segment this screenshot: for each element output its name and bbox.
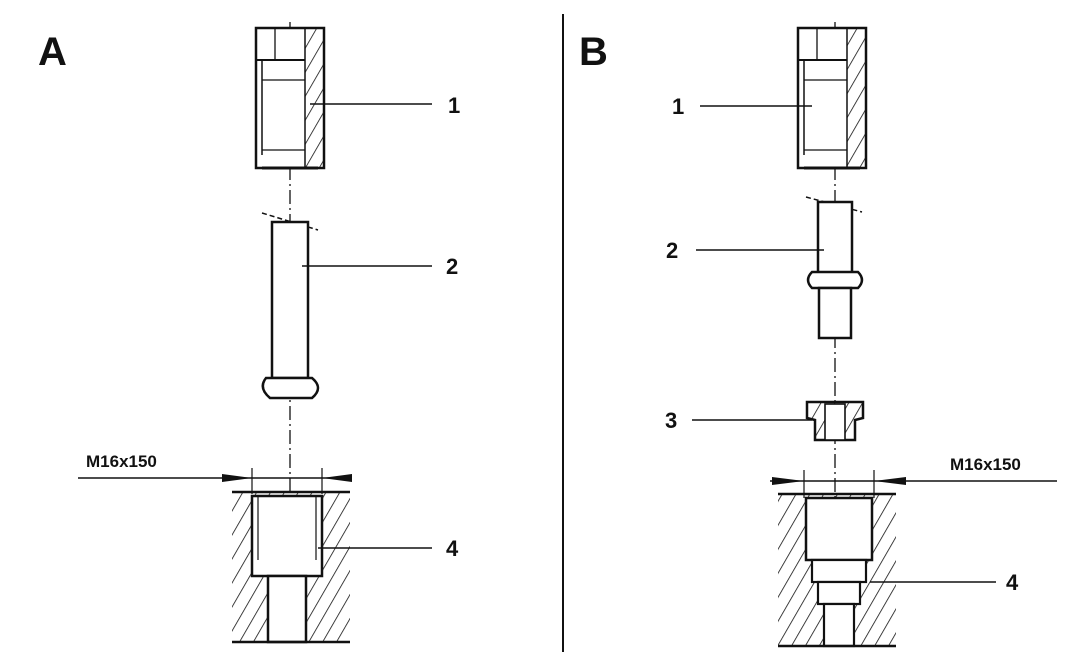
- threaded-bore-a: [232, 490, 350, 644]
- brake-pipe-b: [805, 196, 864, 340]
- panel-a: [78, 22, 432, 645]
- brake-pipe-a: [261, 212, 320, 400]
- thread-dimension-a: [78, 468, 352, 494]
- callout-b-3: 3: [665, 408, 678, 433]
- callout-b-2: 2: [666, 238, 679, 263]
- thread-dimension-b: [770, 470, 1057, 498]
- union-nut-b: [796, 26, 868, 170]
- thread-spec-a: M16x150: [86, 452, 157, 471]
- callout-a-2: 2: [446, 254, 459, 279]
- panel-b-letter: B: [579, 30, 608, 74]
- threaded-bore-b: [778, 492, 896, 648]
- callout-b-1: 1: [672, 94, 685, 119]
- thread-spec-b: M16x150: [950, 455, 1021, 474]
- panel-a-letter: A: [38, 30, 67, 74]
- callout-b-4: 4: [1006, 570, 1019, 595]
- callout-a-1: 1: [448, 93, 461, 118]
- panel-b: [692, 22, 1057, 648]
- adapter-sleeve-b: [805, 400, 865, 442]
- union-nut-a: [254, 26, 326, 170]
- callout-a-4: 4: [446, 536, 459, 561]
